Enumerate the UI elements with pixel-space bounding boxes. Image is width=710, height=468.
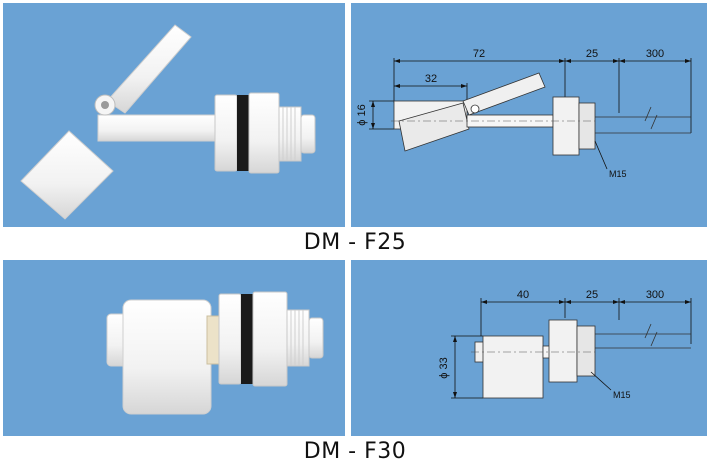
dim-overall-label-f30: 40 [517, 289, 529, 301]
caption-dm-f30: DM - F30 [303, 439, 407, 464]
dim-thread-label-f30: M15 [613, 390, 631, 400]
arm-outline [462, 72, 546, 116]
dm-f25-photo-illustration [20, 24, 316, 220]
thread-outline [578, 102, 596, 150]
dim-body-label-f30: 25 [586, 289, 598, 301]
nut-outline [552, 96, 580, 156]
float-tilted-outline [398, 102, 470, 152]
gasket-ring [237, 95, 249, 171]
dim-cable-label: 300 [646, 48, 664, 60]
mounting-flange-f30 [252, 291, 288, 387]
threaded-end-f30 [286, 309, 310, 367]
float-outline-f30 [482, 335, 544, 399]
drawing-dm-f30: 40 25 300 ϕ 33 M15 [351, 260, 707, 436]
caption-dm-f25: DM - F25 [303, 230, 407, 255]
float-body [20, 130, 114, 220]
dim-thread-label: M15 [609, 169, 627, 179]
gasket-ring-f30 [241, 294, 253, 384]
drawing-dm-f25: 72 32 25 300 ϕ 16 M15 [351, 3, 707, 227]
hex-nut [214, 94, 238, 172]
hex-nut-f30 [218, 293, 242, 385]
thread-outline-f30 [576, 325, 596, 377]
threaded-end [278, 106, 302, 162]
float-stem [97, 114, 219, 142]
dm-f30-photo-illustration [106, 291, 324, 415]
end-cap-f30 [308, 317, 324, 359]
cylindrical-float [122, 299, 212, 415]
dim-body-label: 25 [586, 48, 598, 60]
dim-overall-label: 72 [473, 48, 485, 60]
dim-float-offset-label: 32 [425, 73, 437, 85]
end-cap [300, 114, 316, 154]
dim-diameter-label: ϕ 16 [356, 104, 368, 125]
dim-cable-label-f30: 300 [646, 289, 664, 301]
nut-outline-f30 [548, 319, 578, 383]
photo-dm-f25 [3, 3, 345, 227]
dim-diameter-label-f30: ϕ 33 [438, 357, 450, 378]
pivot-pin-icon [101, 101, 109, 109]
mounting-flange [248, 92, 280, 174]
pivot-outline [470, 104, 480, 114]
float-arm-upper [106, 24, 192, 114]
photo-dm-f30 [3, 260, 345, 436]
dm-f30-dimension-drawing: 40 25 300 ϕ 33 M15 [438, 289, 692, 400]
dm-f25-dimension-drawing: 72 32 25 300 ϕ 16 M15 [356, 48, 692, 179]
